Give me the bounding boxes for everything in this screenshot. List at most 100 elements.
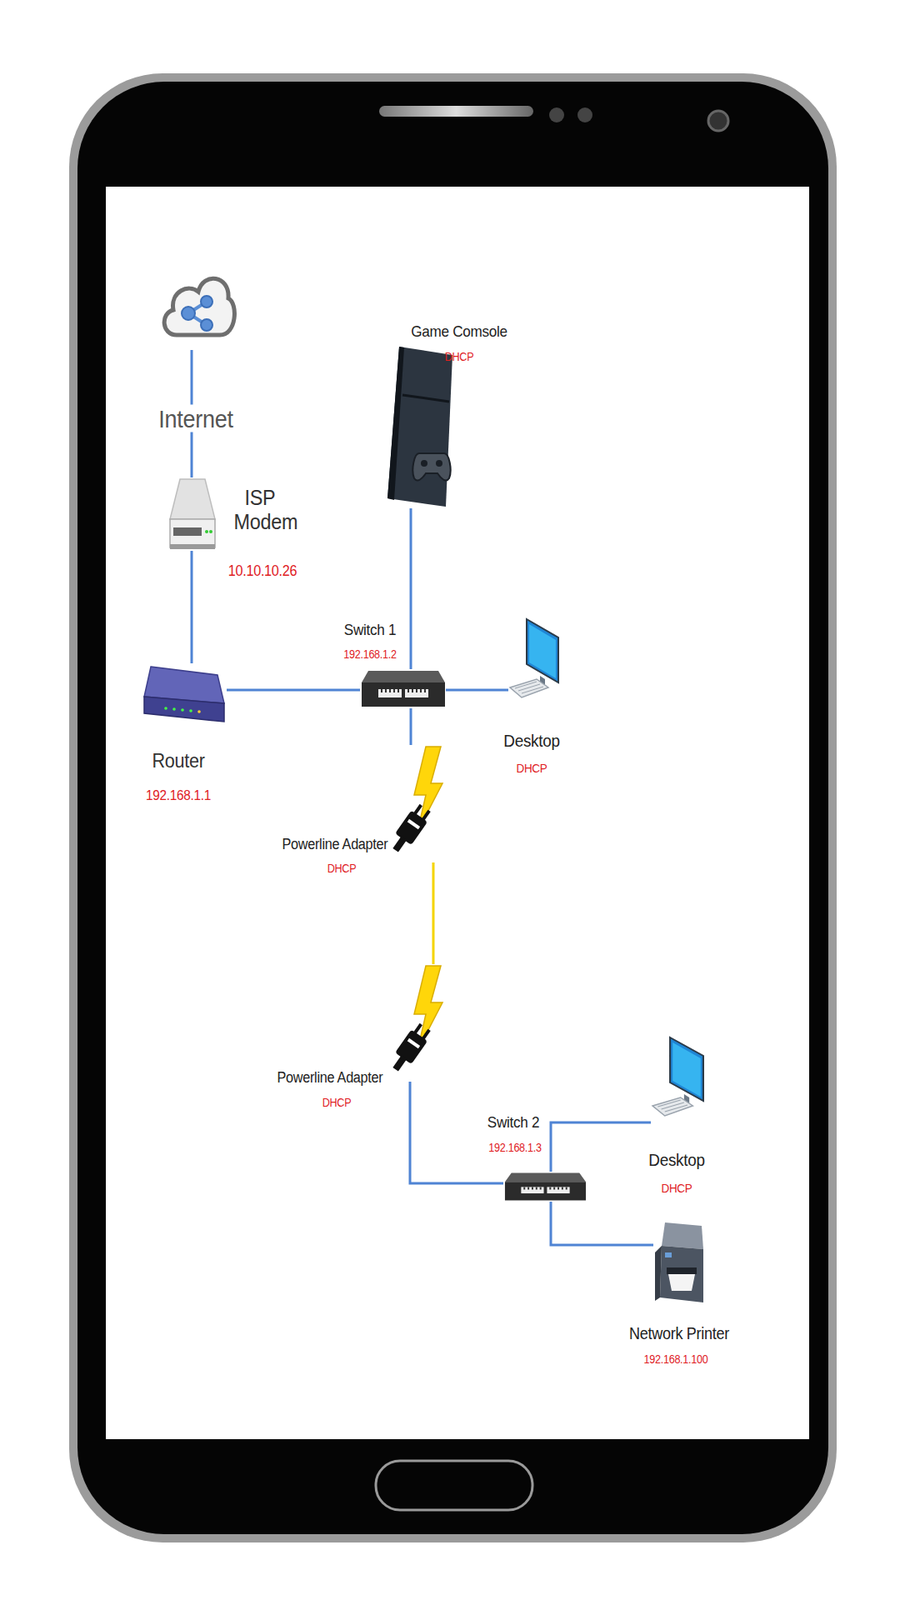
device-address: 192.168.1.1 — [145, 788, 211, 805]
icon-part — [407, 819, 420, 830]
network-device: Router192.168.1.1 — [140, 663, 227, 727]
icon-part — [407, 1038, 420, 1049]
network-cable — [550, 1201, 654, 1245]
icon-part — [164, 706, 168, 710]
device-name: Internet — [155, 405, 237, 433]
icon-part — [526, 619, 559, 683]
phone-screen — [105, 186, 810, 1440]
icon-part — [652, 1097, 693, 1116]
switch-icon — [503, 1171, 587, 1202]
icon-part — [170, 544, 215, 550]
icon-part — [420, 810, 430, 822]
device-name: Desktop — [648, 1150, 705, 1170]
icon-part — [657, 1100, 688, 1112]
icon-part — [665, 1252, 672, 1258]
device-address: DHCP — [515, 761, 547, 776]
icon-part — [660, 1245, 704, 1303]
icon-part — [655, 1245, 662, 1301]
device-address: 192.168.1.3 — [488, 1141, 542, 1155]
device-address: DHCP — [327, 862, 357, 875]
icon-part — [392, 835, 407, 852]
network-cable — [190, 550, 194, 664]
icon-part — [387, 346, 453, 507]
network-cable — [410, 708, 413, 745]
phone-speaker — [379, 105, 534, 117]
router-icon — [140, 663, 227, 727]
network-device: DesktopDHCP — [650, 1035, 705, 1133]
icon-part — [381, 689, 425, 693]
icon-part — [170, 479, 215, 520]
desktop-icon — [650, 1035, 705, 1133]
icon-part — [387, 1021, 434, 1076]
icon-part — [387, 346, 405, 500]
device-name: Switch 1 — [344, 621, 396, 640]
cloud-icon — [158, 263, 235, 350]
icon-part — [173, 527, 202, 536]
switch-icon — [360, 669, 446, 709]
network-device: ISP Modem10.10.10.26 — [168, 477, 217, 551]
icon-part — [387, 802, 434, 857]
icon-part — [205, 530, 209, 534]
network-device: Game ComsoleDHCP — [385, 345, 455, 509]
icon-part — [413, 804, 423, 816]
icon-part — [144, 696, 225, 722]
device-address: DHCP — [445, 350, 475, 364]
icon-part — [510, 679, 549, 698]
desktop-icon — [508, 617, 560, 715]
device-name: Network Printer — [629, 1324, 730, 1343]
powerline-link — [432, 862, 435, 965]
icon-part — [413, 1023, 423, 1035]
icon-part — [181, 306, 195, 320]
icon-part — [661, 1222, 704, 1250]
device-address: 10.10.10.26 — [228, 563, 298, 580]
modem-icon — [168, 477, 217, 551]
icon-part — [361, 682, 445, 707]
icon-part — [172, 707, 176, 711]
phone-camera — [708, 110, 729, 131]
icon-part — [209, 530, 213, 534]
console-icon — [385, 345, 455, 509]
device-name: Router — [151, 750, 205, 772]
powerline-icon — [392, 745, 445, 863]
device-name: Game Comsole — [410, 323, 508, 341]
icon-part — [435, 460, 443, 467]
icon-part — [392, 1055, 407, 1071]
network-device: Internet — [158, 263, 235, 350]
icon-part — [505, 1181, 586, 1200]
icon-part — [666, 1267, 697, 1275]
phone-sensor — [577, 107, 593, 123]
device-name: Powerline Adapter — [282, 836, 389, 854]
icon-part — [402, 395, 450, 402]
device-name: Desktop — [503, 730, 560, 750]
network-device: Network Printer192.168.1.100 — [653, 1219, 706, 1311]
phone-body — [69, 73, 837, 1543]
network-cable — [410, 1081, 504, 1184]
device-name: Switch 2 — [487, 1114, 540, 1132]
network-cable — [445, 689, 509, 692]
network-cable — [226, 689, 360, 692]
icon-part — [515, 681, 544, 694]
network-device: Switch 1192.168.1.2 — [360, 669, 446, 709]
powerline-icon — [392, 964, 445, 1082]
icon-part — [200, 295, 213, 308]
icon-part — [670, 1037, 704, 1101]
network-device: Powerline AdapterDHCP — [392, 745, 445, 863]
device-address: DHCP — [660, 1181, 692, 1196]
network-cable — [410, 508, 413, 670]
network-device: Powerline AdapterDHCP — [392, 964, 445, 1082]
icon-part — [170, 519, 215, 548]
device-name: Powerline Adapter — [277, 1070, 384, 1087]
network-device: Switch 2192.168.1.3 — [503, 1171, 587, 1202]
icon-part — [505, 1173, 586, 1183]
home-button — [375, 1460, 533, 1510]
phone-sensor — [549, 107, 565, 123]
device-name: ISP Modem — [234, 485, 287, 534]
icon-part — [164, 278, 235, 335]
phone-bezel — [77, 81, 829, 1535]
printer-icon — [653, 1219, 706, 1311]
device-address: DHCP — [322, 1096, 352, 1110]
icon-part — [420, 460, 428, 467]
icon-part — [668, 1274, 695, 1291]
